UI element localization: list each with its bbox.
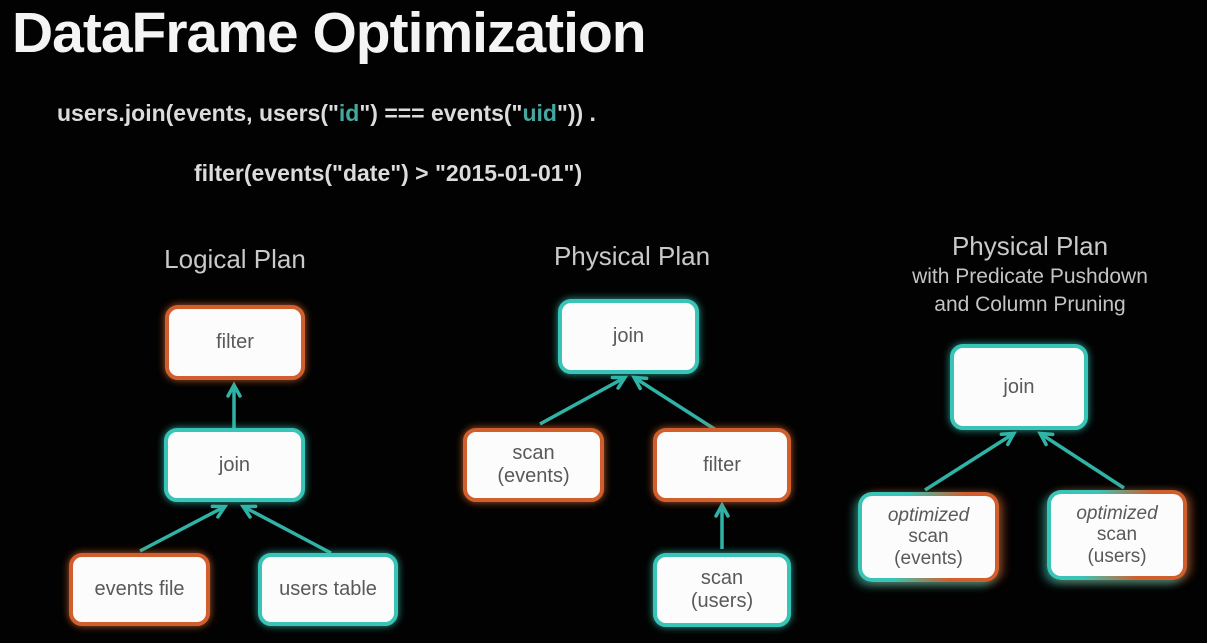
slide-title: DataFrame Optimization xyxy=(12,1,647,65)
node-label-line: (users) xyxy=(1087,545,1147,567)
logical-events-file-node: events file xyxy=(69,553,210,626)
code-segment: ")) . xyxy=(556,100,596,126)
node-label: users table xyxy=(279,578,377,600)
optimized-plan-subtitle-line2: and Column Pruning xyxy=(934,292,1126,316)
optimized-scan-users-node-body: optimized scan (users) xyxy=(1051,494,1183,576)
node-label: join xyxy=(612,325,645,347)
physical-plan-heading: Physical Plan xyxy=(553,241,711,271)
node-label: join xyxy=(1003,375,1035,398)
optimized-scan-events-node-body: optimized scan (events) xyxy=(862,496,995,578)
arrow-optimized-scanevents-to-join xyxy=(924,431,1017,492)
optimized-scan-events-node: optimized scan (events) xyxy=(858,492,999,582)
arrow-logical-eventsfile-to-join xyxy=(139,504,229,553)
code-segment: users.join(events, users(" xyxy=(57,100,339,126)
optimized-plan-subtitle: with Predicate Pushdown and Column Pruni… xyxy=(895,263,1165,319)
code-column-id: id xyxy=(338,100,360,126)
node-label: filter xyxy=(703,453,741,476)
optimized-join-node: join xyxy=(950,344,1088,430)
node-label-line: scan xyxy=(908,526,949,548)
node-label-line: scan xyxy=(1096,524,1138,546)
optimized-plan-subtitle-line1: with Predicate Pushdown xyxy=(912,265,1148,288)
optimized-scan-users-node: optimized scan (users) xyxy=(1047,490,1187,580)
node-label: filter xyxy=(216,331,254,353)
node-label-line: optimized xyxy=(887,505,970,527)
physical-join-node: join xyxy=(558,299,699,374)
code-segment: ") === events(" xyxy=(359,100,523,126)
arrow-physical-filter-to-join xyxy=(631,375,717,432)
physical-scan-events-node: scan (events) xyxy=(463,428,604,502)
node-label-line: scan xyxy=(512,442,555,464)
logical-filter-node: filter xyxy=(165,305,305,380)
node-label-line: (events) xyxy=(497,465,570,487)
code-line-2: filter(events("date") > "2015-01-01") xyxy=(194,160,583,186)
logical-join-node: join xyxy=(164,428,305,502)
logical-plan-heading: Logical Plan xyxy=(164,244,306,274)
code-column-uid: uid xyxy=(522,100,557,126)
node-label: join xyxy=(218,453,251,476)
arrow-logical-userstable-to-join xyxy=(239,504,332,555)
node-label-line: optimized xyxy=(1076,503,1158,525)
logical-users-table-node: users table xyxy=(258,553,398,626)
code-line-1: users.join(events, users("id") === event… xyxy=(57,100,596,127)
node-label-line: (users) xyxy=(690,590,754,612)
node-label-line: scan xyxy=(700,567,744,589)
arrow-optimized-scanusers-to-join xyxy=(1037,431,1125,490)
physical-scan-users-node: scan (users) xyxy=(653,553,791,627)
node-label-line: (events) xyxy=(894,547,963,569)
physical-filter-node: filter xyxy=(653,428,791,502)
optimized-plan-heading: Physical Plan xyxy=(951,231,1109,261)
node-label: events file xyxy=(94,578,185,600)
arrow-physical-scanevents-to-join xyxy=(539,375,629,426)
